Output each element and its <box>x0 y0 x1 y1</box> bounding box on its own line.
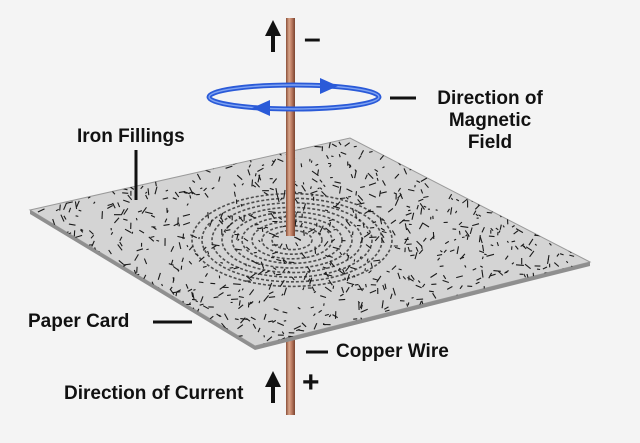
copper-wire-lower <box>286 330 295 415</box>
paper-card-edge <box>30 210 590 350</box>
label-copper-wire: Copper Wire <box>336 341 449 362</box>
negative-sign: – <box>304 22 321 55</box>
label-paper-card: Paper Card <box>28 311 130 332</box>
label-direction-of-current: Direction of Current <box>64 383 244 404</box>
current-up-arrow-icon-bottom <box>265 371 281 403</box>
label-magnetic-line-2: Magnetic <box>448 110 532 131</box>
label-iron-fillings: Iron Fillings <box>77 126 185 147</box>
positive-sign: + <box>302 366 320 399</box>
label-magnetic-line-3: Field <box>467 132 513 153</box>
current-up-arrow-icon <box>265 20 281 52</box>
label-magnetic-line-1: Direction of <box>437 88 543 109</box>
magnetic-field-loop-icon <box>206 78 382 116</box>
copper-wire-upper <box>286 18 295 236</box>
label-direction-of-magnetic-field: Direction of Magnetic Field <box>420 88 560 154</box>
